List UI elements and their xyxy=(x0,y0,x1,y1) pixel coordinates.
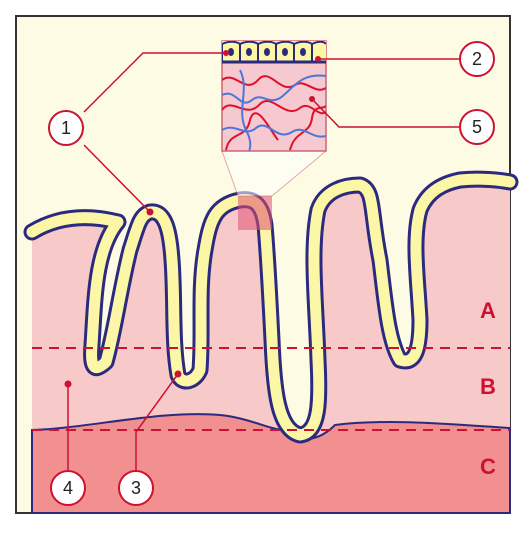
callout-1-label: 1 xyxy=(61,118,71,138)
callout-5: 5 xyxy=(460,110,494,144)
callout-2-label: 2 xyxy=(472,49,482,69)
callout-4-label: 4 xyxy=(63,478,73,498)
callout-3: 3 xyxy=(119,471,153,505)
deep-layer xyxy=(32,414,510,513)
callout-3-label: 3 xyxy=(131,478,141,498)
inset-cells xyxy=(222,42,326,61)
callout-2: 2 xyxy=(460,42,494,76)
zone-a-label: A xyxy=(480,298,496,323)
zone-c-label: C xyxy=(480,454,496,479)
callout-4: 4 xyxy=(51,471,85,505)
zone-b-label: B xyxy=(480,374,496,399)
magnified-region xyxy=(238,196,272,230)
inset xyxy=(222,41,326,151)
callout-5-label: 5 xyxy=(472,117,482,137)
callout-1: 1 xyxy=(49,111,83,145)
